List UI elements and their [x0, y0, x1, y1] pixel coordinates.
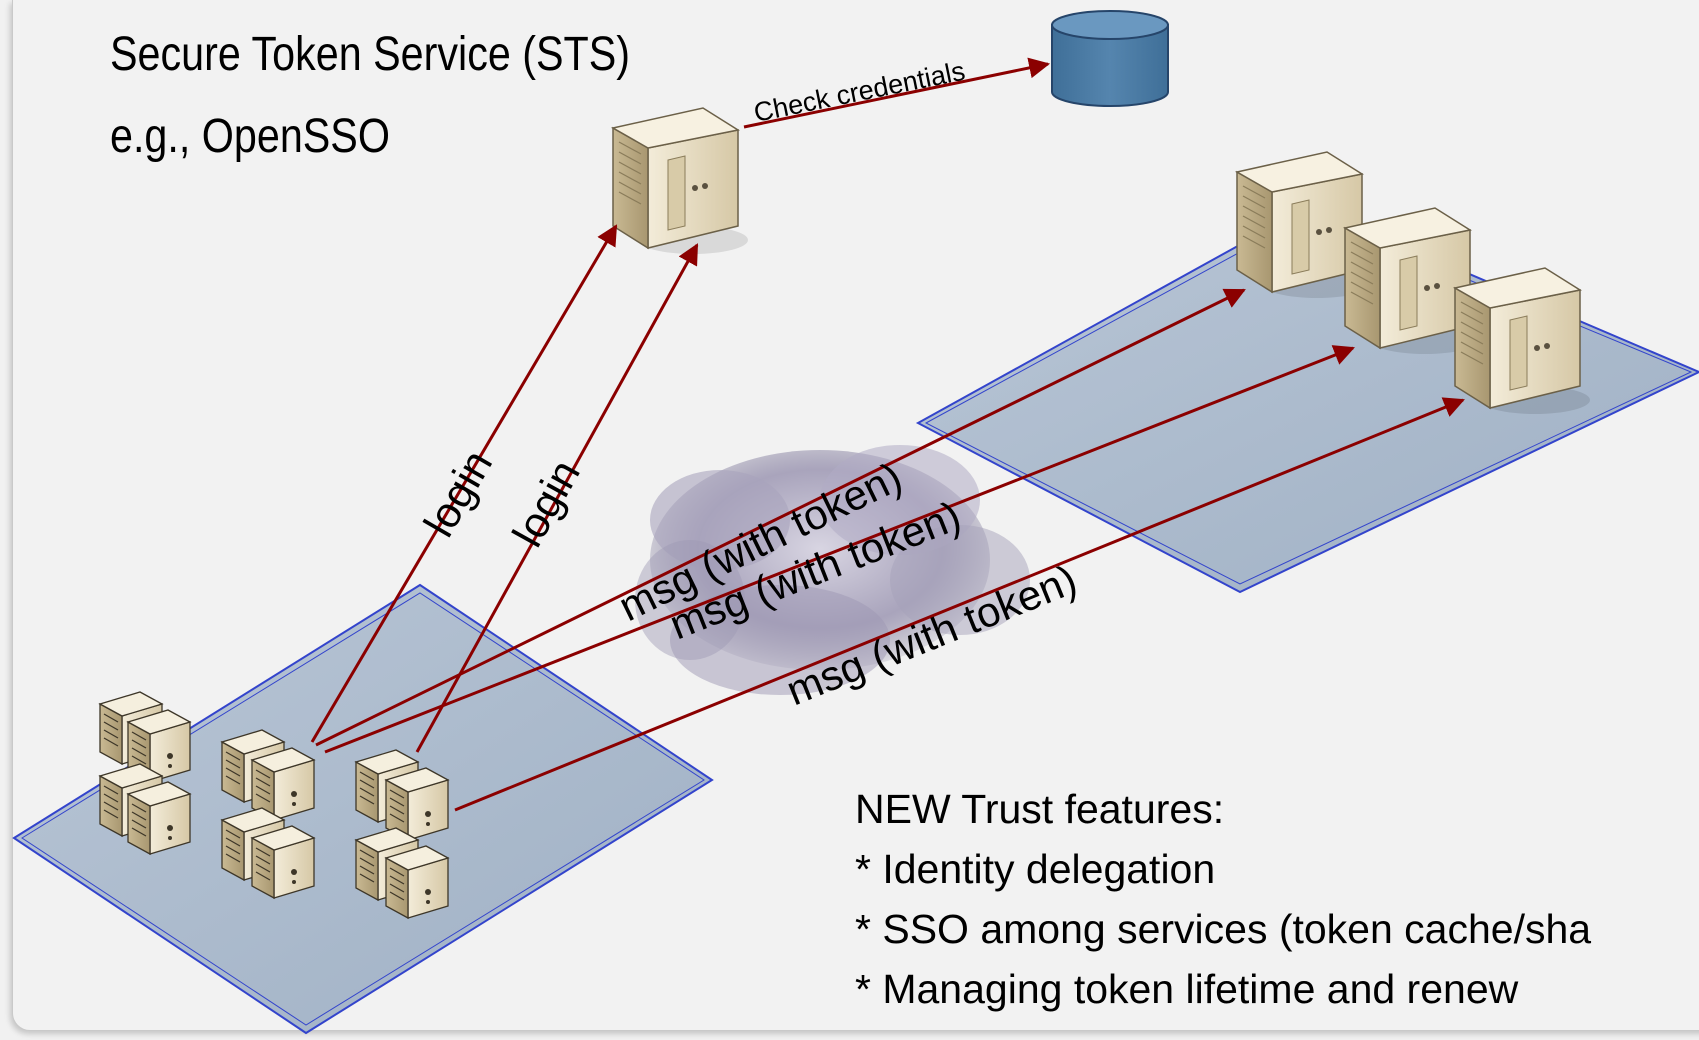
login-label-2: login: [504, 452, 590, 555]
client-server-cluster-1: [99, 691, 191, 855]
feature-item: * Managing token lifetime and renew: [855, 966, 1519, 1012]
service-server-icon-3: [1454, 267, 1591, 415]
cloud-icon: [635, 445, 1030, 695]
arrows: [310, 57, 1465, 812]
features-heading: NEW Trust features:: [855, 786, 1225, 832]
check-credentials-arrow: [743, 57, 1051, 129]
feature-item: * SSO among services (token cache/sha: [855, 906, 1592, 952]
msg-arrow-2: [324, 345, 1355, 754]
login-label-1: login: [415, 442, 502, 545]
msg-arrow-1: [315, 288, 1246, 747]
sts-title: Secure Token Service (STS): [110, 28, 631, 81]
msg-arrow-3: [454, 397, 1465, 812]
check-credentials-label: Check credentials: [751, 56, 967, 128]
database-icon: [1051, 10, 1169, 107]
sts-server-icon: [612, 107, 749, 255]
login-arrow-2: [415, 243, 699, 753]
login-arrow-1: [310, 224, 618, 743]
trust-features: NEW Trust features: * Identity delegatio…: [855, 779, 1591, 1019]
sts-example: e.g., OpenSSO: [110, 110, 390, 163]
feature-item: * Identity delegation: [855, 846, 1216, 892]
